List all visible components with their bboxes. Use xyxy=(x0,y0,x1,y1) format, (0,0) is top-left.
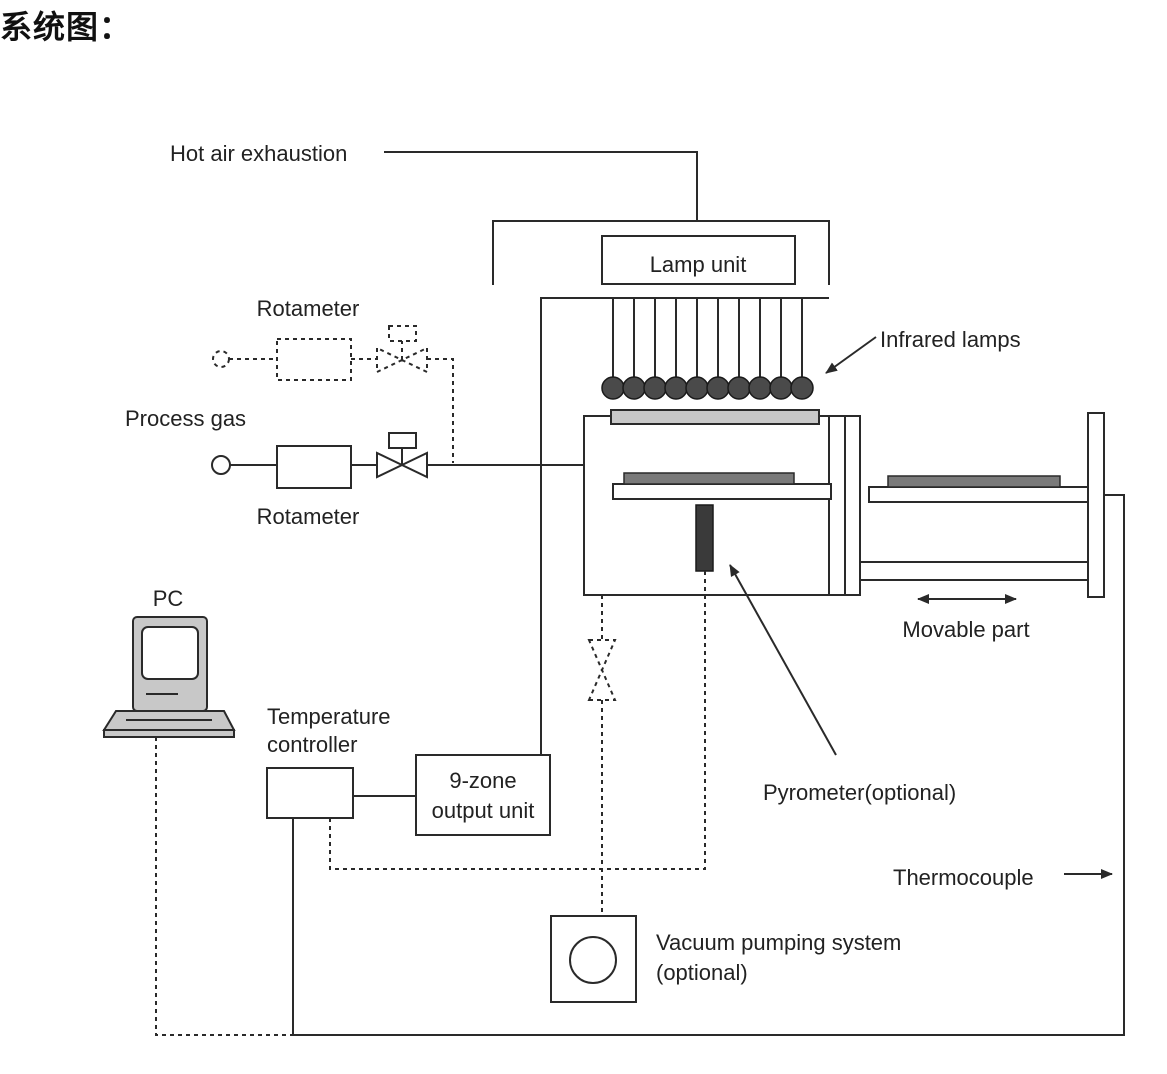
infrared-lamps-arrow xyxy=(825,336,877,374)
pyrometer-probe xyxy=(695,504,714,572)
temp-controller-label-2: controller xyxy=(267,732,357,757)
rotameter-top-label: Rotameter xyxy=(257,296,360,321)
rotameter-box xyxy=(276,445,352,489)
quartz-window xyxy=(610,409,820,425)
vacuum-valve xyxy=(587,639,617,701)
zone-output-label-2: output unit xyxy=(432,798,535,823)
temp-controller-box xyxy=(266,767,354,819)
thermocouple-label: Thermocouple xyxy=(893,865,1034,890)
process-gas-label: Process gas xyxy=(125,406,246,431)
optional-gas-inlet xyxy=(212,350,230,368)
rotameter-optional-box xyxy=(276,338,352,381)
pyrometer-signal-line xyxy=(329,571,706,870)
movable-wafer xyxy=(887,475,1061,488)
infrared-lamps-label: Infrared lamps xyxy=(880,327,1021,352)
vacuum-label-1: Vacuum pumping system xyxy=(656,930,901,955)
pyrometer-label: Pyrometer(optional) xyxy=(763,780,956,805)
process-chamber xyxy=(583,415,861,596)
vacuum-pump-icon xyxy=(569,936,617,984)
wafer xyxy=(623,472,795,485)
vacuum-pump-box xyxy=(550,915,637,1003)
thermocouple-line xyxy=(292,494,1125,1036)
infrared-lamp-array xyxy=(601,298,814,400)
process-gas-inlet xyxy=(211,455,231,475)
zone-output-box xyxy=(415,754,551,836)
page-title: 系统图： xyxy=(0,8,133,46)
exhaust-line xyxy=(384,151,698,221)
temp-controller-label-1: Temperature xyxy=(267,704,391,729)
pc-label: PC xyxy=(153,586,184,611)
wafer-stage xyxy=(612,483,832,500)
hot-air-label: Hot air exhaustion xyxy=(170,141,347,166)
movable-rail xyxy=(859,561,1089,581)
lamp-frame xyxy=(540,297,829,755)
movable-stage xyxy=(868,486,1089,503)
zone-output-label-1: 9-zone xyxy=(449,768,516,793)
pc-data-line xyxy=(155,737,293,1036)
pc-icon xyxy=(102,616,236,738)
lamp-unit-box xyxy=(601,235,796,285)
movable-part-label: Movable part xyxy=(902,617,1029,642)
lamp-unit-label: Lamp unit xyxy=(650,252,747,277)
pyrometer-arrow xyxy=(729,564,837,756)
exhaust-hood xyxy=(492,220,830,285)
vacuum-label-2: (optional) xyxy=(656,960,748,985)
door-plate xyxy=(1087,412,1105,598)
rotameter-bottom-label: Rotameter xyxy=(257,504,360,529)
